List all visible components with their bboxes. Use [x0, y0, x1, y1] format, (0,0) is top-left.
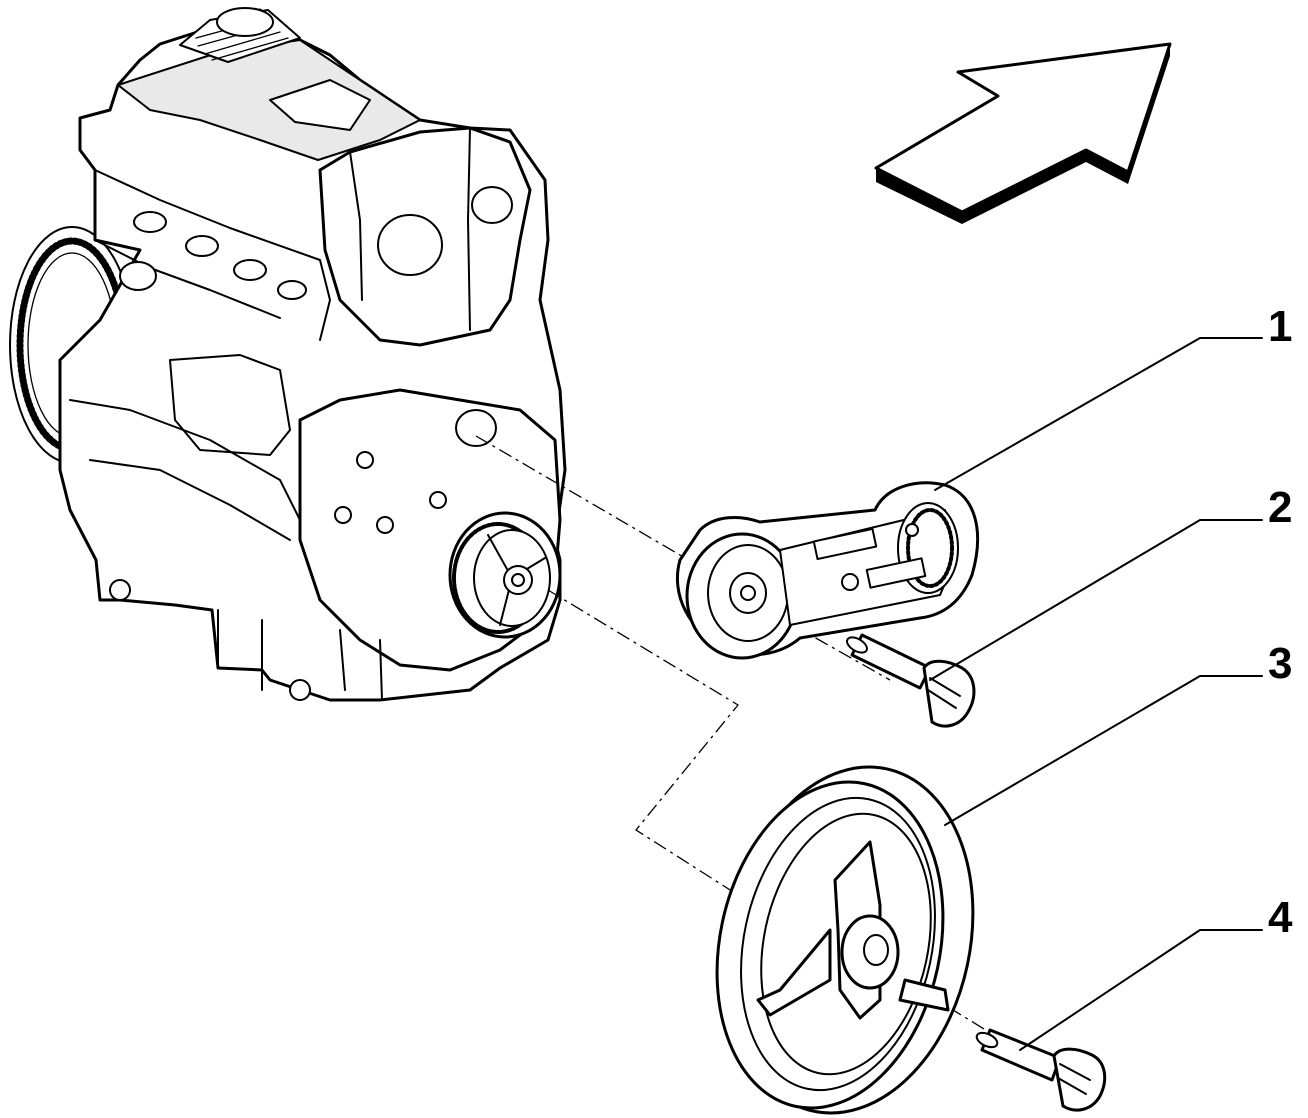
callout-2: 2	[1268, 483, 1292, 532]
engine-assembly	[9, 7, 567, 702]
callout-labels: 1 2 3 4	[1268, 302, 1293, 942]
direction-arrow-icon	[874, 42, 1172, 224]
crankshaft-pulley	[715, 765, 975, 1115]
pulley-bolt	[975, 1028, 1107, 1112]
callout-4: 4	[1268, 893, 1293, 942]
tensioner-bolt	[846, 633, 976, 728]
callout-3: 3	[1268, 639, 1292, 688]
belt-tensioner	[675, 481, 980, 660]
callout-1: 1	[1268, 302, 1292, 351]
leader-lines	[929, 337, 1263, 1051]
engine-crank-pulley	[448, 511, 562, 639]
